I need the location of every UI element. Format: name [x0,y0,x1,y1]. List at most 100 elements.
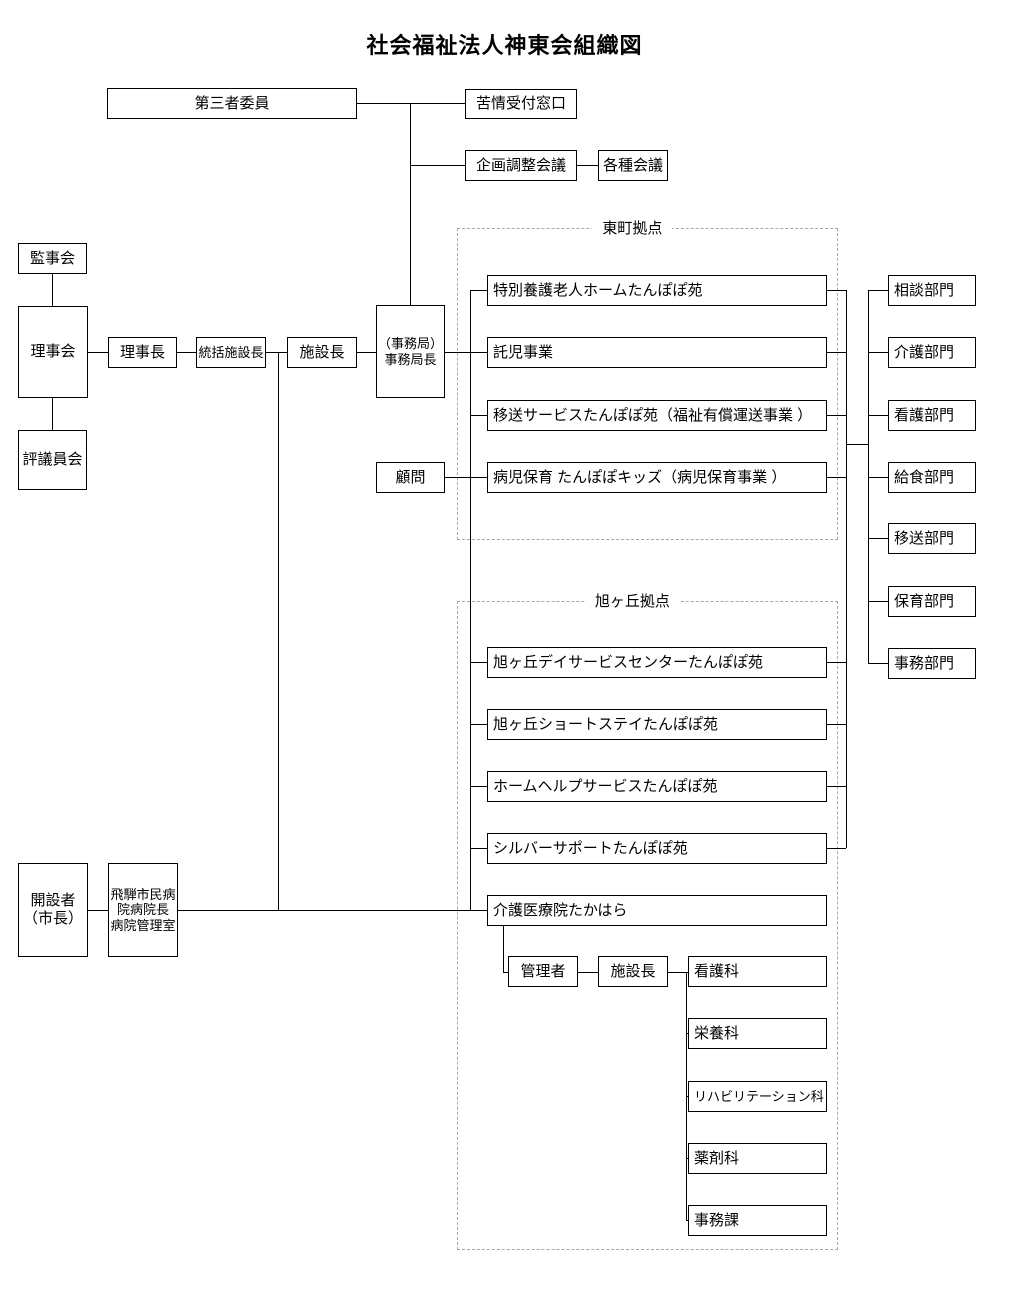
node-label: 顧問 [395,468,426,486]
node-label: 苦情受付窓口 [475,95,566,112]
connector-line [52,274,53,306]
group-asahigaoka: 旭ヶ丘拠点 [457,592,838,1250]
connector-line [686,1220,688,1221]
connector-line [868,601,888,602]
node-label: 介護医療院たかはら [493,901,628,919]
node-section-pharmacy: 薬剤科 [688,1143,827,1174]
connector-line [357,103,465,104]
node-label: 移送サービスたんぽぽ苑（福祉有償運送事業 ） [493,406,813,424]
connector-line [827,290,846,291]
node-silver-support: シルバーサポートたんぽぽ苑 [487,833,827,864]
node-label: 監事会 [29,249,75,267]
connector-line [470,290,471,910]
node-label: 管理者 [520,962,566,980]
node-label: 病児保育 たんぽぽキッズ（病児保育事業 ） [493,468,787,486]
node-label-line2: （市長） [22,910,83,927]
connector-line [827,662,846,663]
node-label: 旭ヶ丘デイサービスセンターたんぽぽ苑 [493,653,764,671]
connector-line [868,538,888,539]
node-label: 託児事業 [493,343,554,361]
node-label: 給食部門 [894,468,955,486]
connector-line [686,1158,688,1159]
connector-line [827,848,846,849]
chart-title: 社会福祉法人神東会組織図 [366,33,643,58]
node-board-of-directors: 理事会 [18,306,88,398]
node-dept-meal: 給食部門 [888,462,976,493]
node-facility-director: 施設長 [287,337,357,368]
node-label: 施設長 [299,343,345,361]
connector-line [357,352,376,353]
connector-line [266,352,287,353]
connector-line [827,724,846,725]
node-advisor: 顧問 [376,462,445,493]
node-label: 理事長 [119,343,165,361]
node-sick-childcare: 病児保育 たんぽぽキッズ（病児保育事業 ） [487,462,827,493]
node-dept-transport: 移送部門 [888,523,976,554]
node-section-nutrition: 栄養科 [688,1018,827,1049]
node-label-line2: 病院管理室 [110,917,176,933]
node-auditors-board: 監事会 [18,243,87,274]
connector-line [177,352,196,353]
node-label: 評議員会 [22,451,83,468]
connector-line [470,786,487,787]
node-label: ホームヘルプサービスたんぽぽ苑 [493,777,718,795]
node-dept-office: 事務部門 [888,648,976,679]
group-higashimachi: 東町拠点 [457,219,838,540]
node-third-party-committee: 第三者委員 [107,88,357,119]
connector-line [846,444,868,445]
node-complaint-desk: 苦情受付窓口 [465,89,577,119]
connector-line [503,972,508,973]
node-care-medical-center: 介護医療院たかはら [487,895,827,926]
node-label: リハビリテーション科 [694,1088,824,1104]
node-transport-service: 移送サービスたんぽぽ苑（福祉有償運送事業 ） [487,400,827,431]
node-label: 看護部門 [894,406,955,424]
connector-line [686,972,687,1220]
connector-line [470,848,487,849]
node-label: 栄養科 [694,1024,740,1042]
node-councilors-board: 評議員会 [18,430,87,490]
node-home-help: ホームヘルプサービスたんぽぽ苑 [487,771,827,802]
node-label: 統括施設長 [198,344,264,360]
node-section-nursing: 看護科 [688,956,827,987]
node-childcare-business: 託児事業 [487,337,827,368]
node-label: 事務部門 [894,654,955,672]
node-founder-mayor: 開設者 （市長） [18,863,88,957]
connector-line [578,972,598,973]
connector-line [668,972,688,973]
node-label: 特別養護老人ホームたんぽぽ苑 [493,281,703,299]
connector-line [827,477,846,478]
connector-line [52,398,53,430]
node-label: 相談部門 [894,281,955,299]
node-label-line1: （事務局） [377,335,443,351]
node-label: 保育部門 [894,592,955,610]
node-label: シルバーサポートたんぽぽ苑 [493,839,688,857]
connector-line [868,477,888,478]
connector-line [445,477,487,478]
connector-line [686,1096,688,1097]
node-label: 事務課 [694,1211,740,1229]
node-label-line1: 飛騨市民病院病院長 [110,886,176,918]
node-label: （事務局） 事務局長 [377,336,444,367]
connector-line [846,290,847,848]
node-day-service: 旭ヶ丘デイサービスセンターたんぽぽ苑 [487,647,827,678]
node-administrator: 管理者 [508,956,578,987]
node-planning-coordination-meeting: 企画調整会議 [465,150,577,181]
connector-line [577,165,598,166]
node-dept-nursing: 看護部門 [888,400,976,431]
node-label-line2: 事務局長 [384,351,437,367]
node-hida-hospital: 飛騨市民病院病院長 病院管理室 [108,863,178,957]
node-short-stay: 旭ヶ丘ショートステイたんぽぽ苑 [487,709,827,740]
connector-line [470,290,487,291]
node-label: 第三者委員 [194,94,270,112]
connector-line [503,926,504,972]
connector-line [868,663,888,664]
connector-line [278,352,279,911]
group-higashimachi-label: 東町拠点 [592,219,673,238]
connector-line [827,352,846,353]
node-label: 各種会議 [602,156,663,174]
node-label: 施設長 [610,962,656,980]
connector-line [686,1033,688,1034]
node-dept-childcare: 保育部門 [888,586,976,617]
node-label: 看護科 [694,962,740,980]
